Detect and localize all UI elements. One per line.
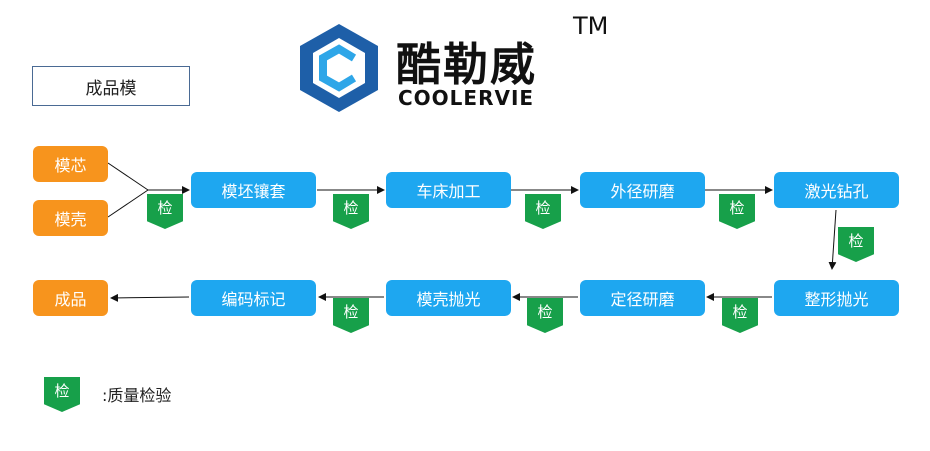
arrow-step-4-5 (828, 209, 837, 270)
coolervie-logo-icon (300, 24, 378, 112)
step-od-grinding: 外径研磨 (580, 172, 705, 208)
connector-shell-merge (107, 189, 149, 218)
quality-check-badge: 检 (333, 194, 369, 229)
connector-core-merge (107, 162, 149, 191)
quality-check-badge: 检 (527, 298, 563, 333)
arrow-to-output (110, 293, 190, 302)
quality-check-badge: 检 (838, 227, 874, 262)
output-finished: 成品 (33, 280, 108, 316)
brand-chinese-name: 酷勒威 (396, 38, 538, 91)
quality-check-badge: 检 (719, 194, 755, 229)
diagram-title: 成品模 (32, 66, 190, 106)
quality-check-badge: 检 (333, 298, 369, 333)
trademark-symbol: TM (573, 12, 609, 40)
step-blank-inlay: 模坯镶套 (191, 172, 316, 208)
legend-check-symbol: 检 (44, 377, 80, 412)
legend-description: :质量检验 (102, 386, 172, 405)
step-lathe: 车床加工 (386, 172, 511, 208)
step-laser-drilling: 激光钻孔 (774, 172, 899, 208)
step-shape-polish: 整形抛光 (774, 280, 899, 316)
brand-english-name: COOLERVIE (398, 86, 535, 110)
input-core: 模芯 (33, 146, 108, 182)
input-shell: 模壳 (33, 200, 108, 236)
step-code-marking: 编码标记 (191, 280, 316, 316)
quality-check-badge: 检 (722, 298, 758, 333)
quality-check-badge: 检 (147, 194, 183, 229)
quality-check-badge: 检 (525, 194, 561, 229)
step-shell-polish: 模壳抛光 (386, 280, 511, 316)
step-sizing-grinding: 定径研磨 (580, 280, 705, 316)
